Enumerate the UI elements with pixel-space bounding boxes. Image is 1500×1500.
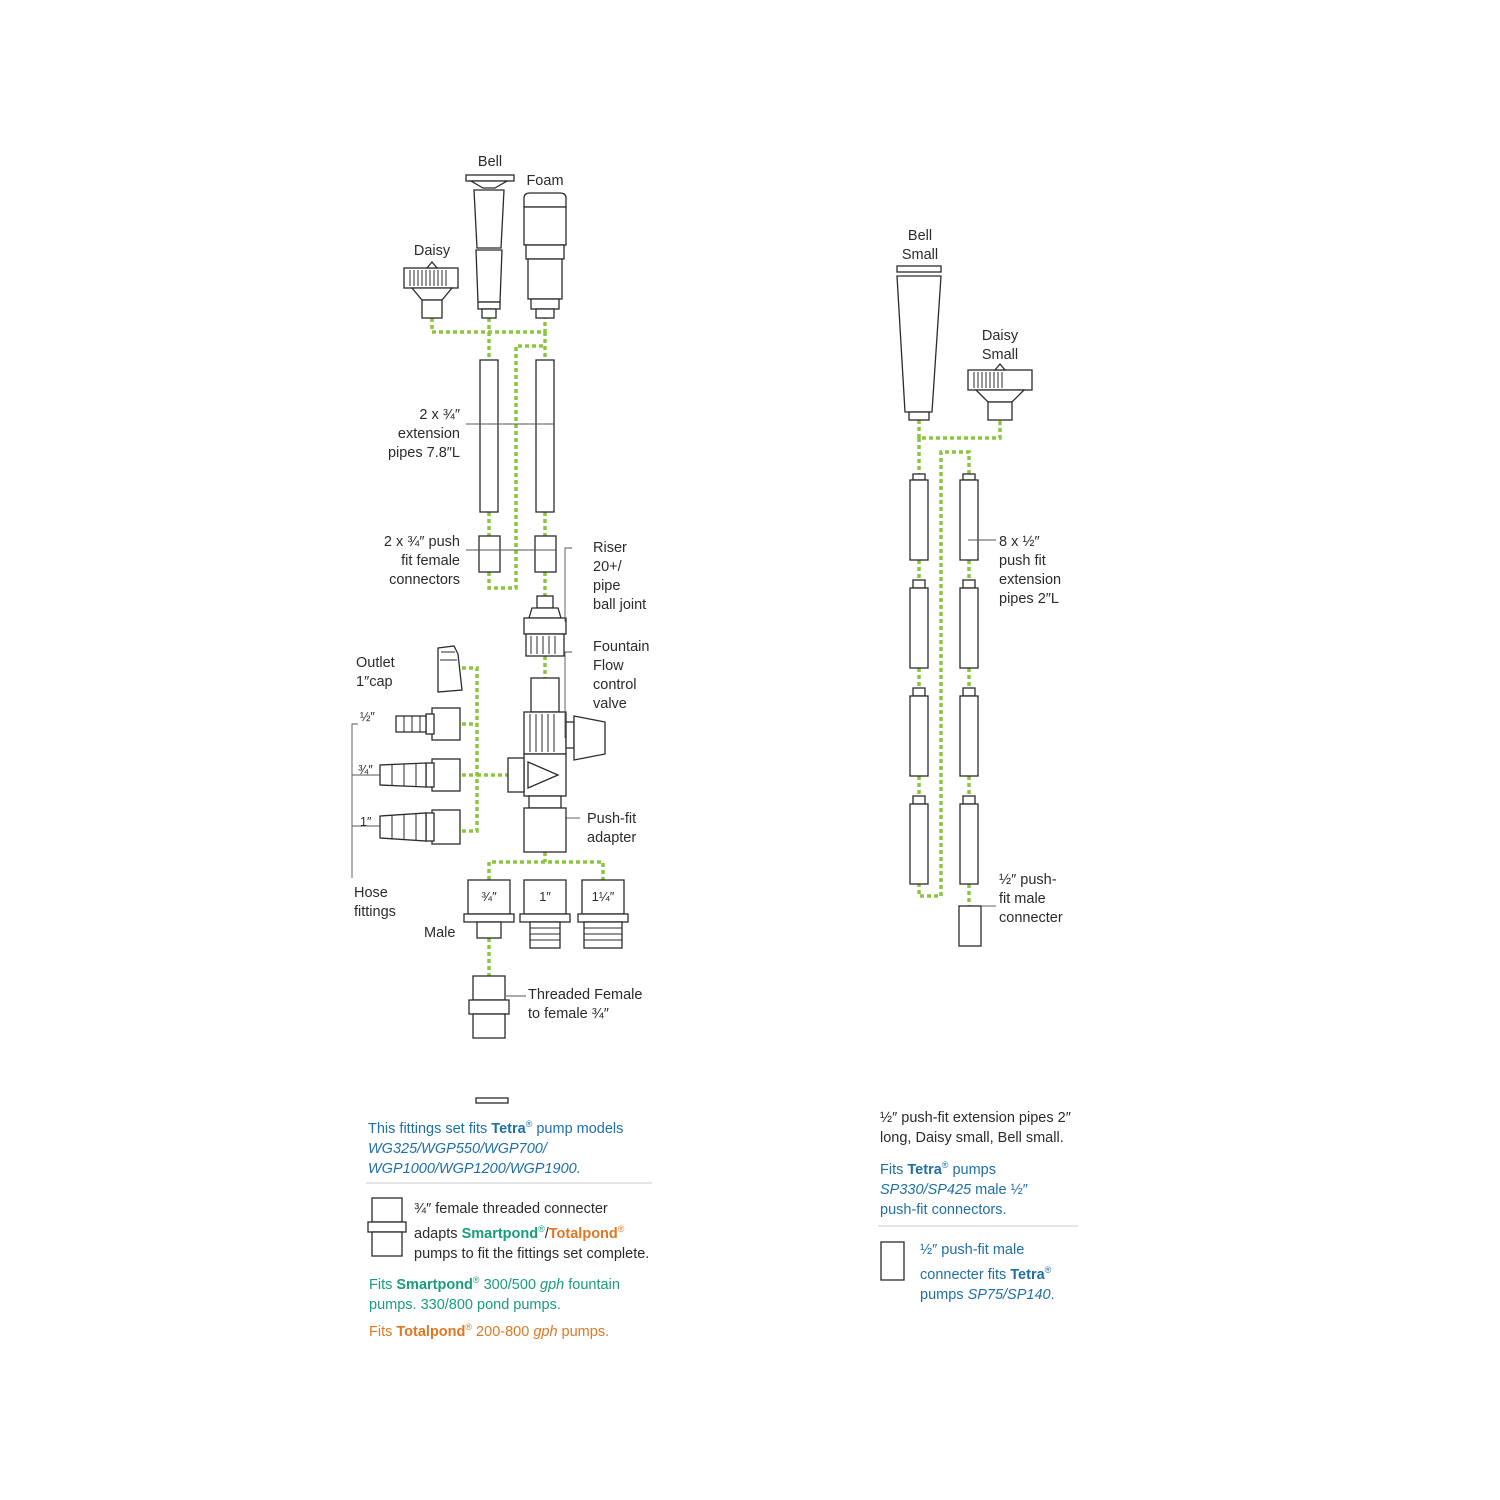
daisy-small-part: [967, 362, 1033, 421]
female-connecter-icon: [367, 1197, 407, 1257]
label-daisy-small: Daisy Small: [981, 328, 1019, 363]
male-three-quarter: [463, 879, 515, 939]
threaded-female: [468, 975, 510, 1039]
outlet-cap: [437, 645, 463, 693]
label-riser: Riser 20+/ pipe ball joint: [593, 540, 647, 613]
bell-small-part: [896, 265, 942, 421]
note-right-description: ½″ push-fit extension pipes 2″ long, Dai…: [880, 1110, 1071, 1146]
label-threaded-female: Threaded Female to female ¾″: [528, 987, 643, 1022]
male-one: [519, 879, 571, 949]
extension-pipe-left: [479, 359, 499, 513]
flow-control-tee: [507, 677, 606, 809]
label-male-three-quarter: ¾″: [481, 889, 497, 904]
label-hose-one: 1″: [360, 815, 372, 829]
hose-fitting-three-quarter: [379, 758, 461, 792]
half-inch-male-connecter: [958, 905, 982, 947]
riser-ball-joint: [523, 595, 567, 657]
half-inch-extension-pipes: [909, 473, 979, 885]
leader-lines: [351, 423, 996, 997]
bell-part: [465, 174, 515, 319]
label-hose-half: ½″: [360, 710, 375, 724]
note-tetra-fit: This fittings set fits Tetra® pump model…: [368, 1119, 624, 1177]
label-male: Male: [424, 925, 456, 941]
label-push-fit-connectors: 2 x ¾″ push fit female connectors: [383, 534, 460, 588]
foam-part: [523, 192, 567, 319]
daisy-part: [403, 260, 459, 319]
male-connecter-icon: [880, 1241, 905, 1281]
note-totalpond-fit: Fits Totalpond® 200-800 gph pumps.: [369, 1322, 610, 1340]
label-bell-small: Bell Small: [901, 228, 939, 263]
label-hose-fittings: Hose fittings: [354, 885, 396, 920]
label-hose-three-quarter: ¾″: [358, 763, 373, 777]
label-bell: Bell: [477, 154, 503, 170]
note-connecter: ¾″ female threaded connecter adapts Smar…: [414, 1201, 650, 1262]
hose-fitting-half: [395, 707, 461, 741]
label-foam: Foam: [526, 173, 564, 189]
male-one-quarter: [577, 879, 629, 949]
connection-lines: [430, 318, 1002, 976]
label-flow-control-valve: Fountain Flow control valve: [593, 639, 650, 712]
label-extension-pipes: 2 x ¾″ extension pipes 7.8″L: [387, 407, 460, 461]
female-connector-left: [478, 535, 501, 573]
label-half-inch-extension-pipes: 8 x ½″ push fit extension pipes 2″L: [999, 534, 1062, 607]
label-male-connecter: ½″ push- fit male connecter: [999, 872, 1063, 926]
note-right-male-connecter: ½″ push-fit male connecter fits Tetra® p…: [920, 1242, 1055, 1303]
label-daisy: Daisy: [413, 243, 451, 259]
extension-pipe-right: [535, 359, 555, 513]
label-male-one: 1″: [539, 889, 551, 904]
label-push-fit-adapter: Push-fit adapter: [587, 811, 637, 846]
divider-rules: [366, 1182, 1078, 1227]
note-smartpond-fit: Fits Smartpond® 300/500 gph fountain pum…: [369, 1275, 620, 1313]
push-fit-adapter: [523, 807, 567, 853]
female-connector-right: [534, 535, 557, 573]
note-right-tetra-fit: Fits Tetra® pumps SP330/SP425 male ½″ pu…: [880, 1160, 1028, 1218]
bracket-mark: [475, 1097, 509, 1104]
label-male-one-quarter: 1¼″: [591, 889, 615, 904]
label-outlet-cap: Outlet 1″cap: [356, 655, 395, 690]
hose-fitting-one: [379, 809, 461, 845]
